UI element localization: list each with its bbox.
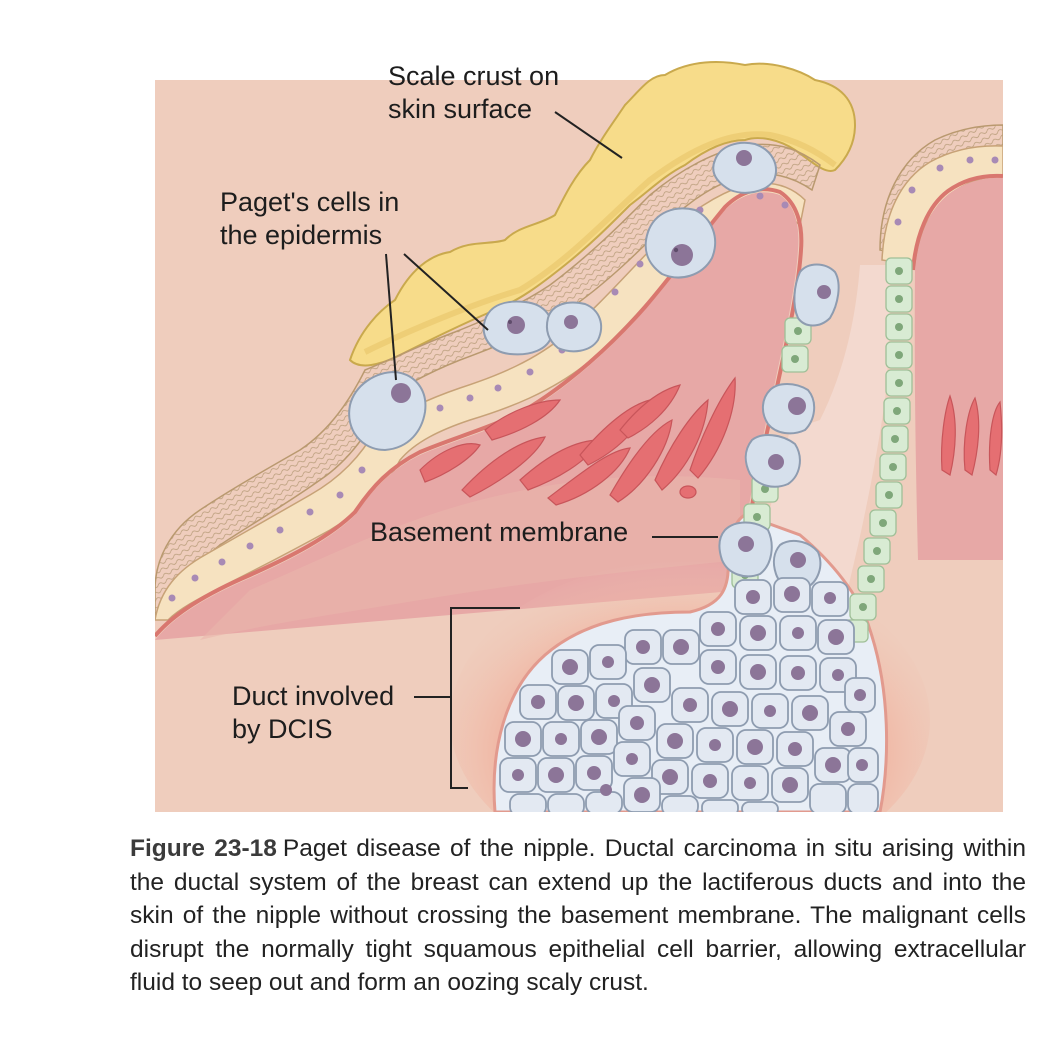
label-duct-dcis: Duct involved by DCIS [232, 680, 394, 746]
label-pagets-cells-line2: the epidermis [220, 220, 383, 250]
nipple-stroma-right [914, 177, 1003, 561]
leader-paget-2 [403, 253, 489, 331]
leader-paget-1 [385, 253, 397, 381]
leader-crust [554, 111, 623, 159]
label-scale-crust-line2: skin surface [388, 94, 533, 124]
stroma-fade [200, 476, 740, 640]
label-scale-crust-line1: Scale crust on [388, 61, 560, 91]
figure-number: Figure 23-18 [130, 835, 277, 862]
caption-text: Paget disease of the nipple. Ductal carc… [130, 835, 1026, 996]
label-duct-dcis-line1: Duct involved [232, 681, 395, 711]
paget-cell-icon [348, 141, 840, 591]
crust-inner-edge [363, 131, 837, 355]
label-scale-crust: Scale crust on skin surface [388, 60, 559, 126]
paget-disease-diagram [155, 61, 1003, 812]
label-basement-membrane: Basement membrane [370, 517, 629, 547]
duct-lumen [760, 265, 890, 600]
label-duct-dcis-line2: by DCIS [232, 714, 333, 744]
label-pagets-cells: Paget's cells in the epidermis [220, 186, 399, 252]
blood-vessel-icon [419, 376, 1003, 506]
dcis-cell-icon [499, 577, 879, 812]
label-pagets-cells-line1: Paget's cells in [220, 187, 400, 217]
leader-lines [385, 111, 718, 789]
basement-membrane-right [911, 173, 1003, 271]
